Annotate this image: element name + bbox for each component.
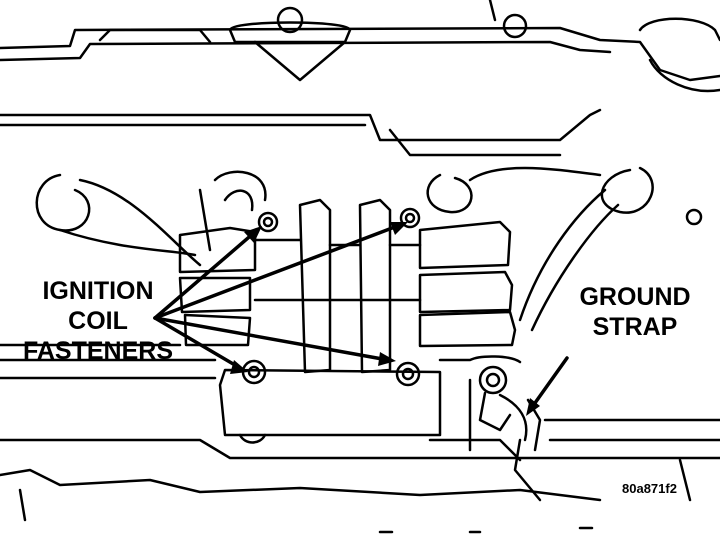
figure-id: 80a871f2 [622, 481, 677, 496]
label-line: COIL [68, 307, 128, 335]
ground-strap-label: GROUND STRAP [560, 282, 710, 342]
label-line: FASTENERS [22, 337, 174, 365]
arrowheads [230, 222, 540, 416]
ignition-coil-pack [178, 198, 517, 444]
coil-fastener-bolts [241, 207, 703, 387]
callout-arrows [153, 223, 569, 412]
label-line: IGNITION [42, 277, 154, 305]
spark-plug-wires [35, 166, 654, 332]
ground-strap [478, 365, 542, 502]
label-line: STRAP [592, 313, 678, 341]
label-line: GROUND [579, 283, 691, 311]
valve-cover [0, 0, 720, 157]
lower-engine-block [0, 343, 720, 534]
ignition-coil-fasteners-label: IGNITION COIL FASTENERS [18, 276, 178, 366]
